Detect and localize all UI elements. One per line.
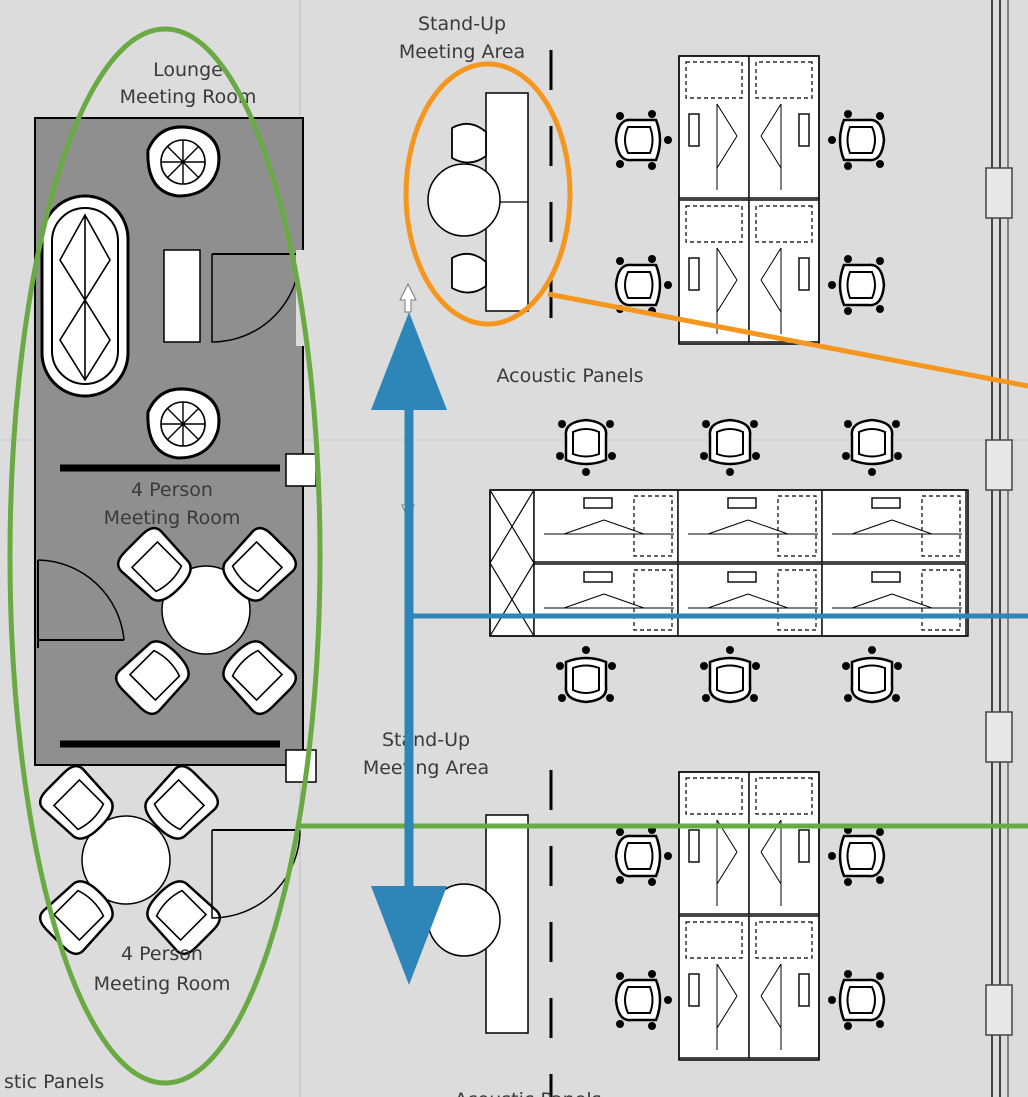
- green-ellipse-annotation: [7, 26, 323, 1086]
- acoustic-panels-bottom-left-label: stic Panels: [4, 1071, 104, 1093]
- standup-bottom-label-line1: Stand-Up: [382, 729, 470, 751]
- standup-bottom-label-line2: Meeting Area: [363, 757, 489, 779]
- door-swing-icon: [211, 829, 301, 919]
- room2-label-line1: 4 Person: [131, 479, 213, 501]
- standup-area-top: [427, 50, 553, 340]
- standup-top-label-line2: Meeting Area: [399, 41, 525, 63]
- acoustic-panels-label: Acoustic Panels: [496, 365, 643, 387]
- lounge-furniture: [40, 125, 304, 460]
- room3-label-line1: 4 Person: [121, 943, 203, 965]
- meeting-room-bottom-furniture: [34, 760, 301, 960]
- desk-row-middle: [489, 418, 969, 704]
- standup-area-bottom: [427, 770, 553, 1097]
- window-wall: [985, 0, 1013, 1097]
- lounge-chair-icon: [146, 125, 221, 198]
- sofa-icon: [40, 194, 130, 398]
- orange-ellipse-annotation: [403, 61, 573, 327]
- room2-label-line2: Meeting Room: [104, 507, 241, 529]
- door-swing-icon: [37, 559, 125, 648]
- side-table: [163, 249, 201, 343]
- orange-line-annotation: [547, 291, 1028, 389]
- lounge-label-line2: Meeting Room: [120, 86, 257, 108]
- standup-top-label-line1: Stand-Up: [418, 13, 506, 35]
- desk-cluster-top: [614, 55, 886, 345]
- lounge-label-line1: Lounge: [153, 59, 223, 81]
- round-table-icon: [161, 565, 251, 655]
- acoustic-panels-bottom-center-label: Acoustic Panels: [454, 1089, 601, 1097]
- desk-cluster-bottom: [614, 771, 886, 1061]
- annotation-overlays: [7, 26, 1028, 1086]
- room3-label-line2: Meeting Room: [94, 973, 231, 995]
- lounge-chair-icon: [146, 387, 221, 460]
- round-table-icon: [81, 815, 171, 905]
- meeting-room-middle-furniture: [37, 522, 302, 720]
- double-arrow-icon: [371, 312, 447, 985]
- room-labels: Lounge Meeting Room Stand-Up Meeting Are…: [4, 13, 644, 1097]
